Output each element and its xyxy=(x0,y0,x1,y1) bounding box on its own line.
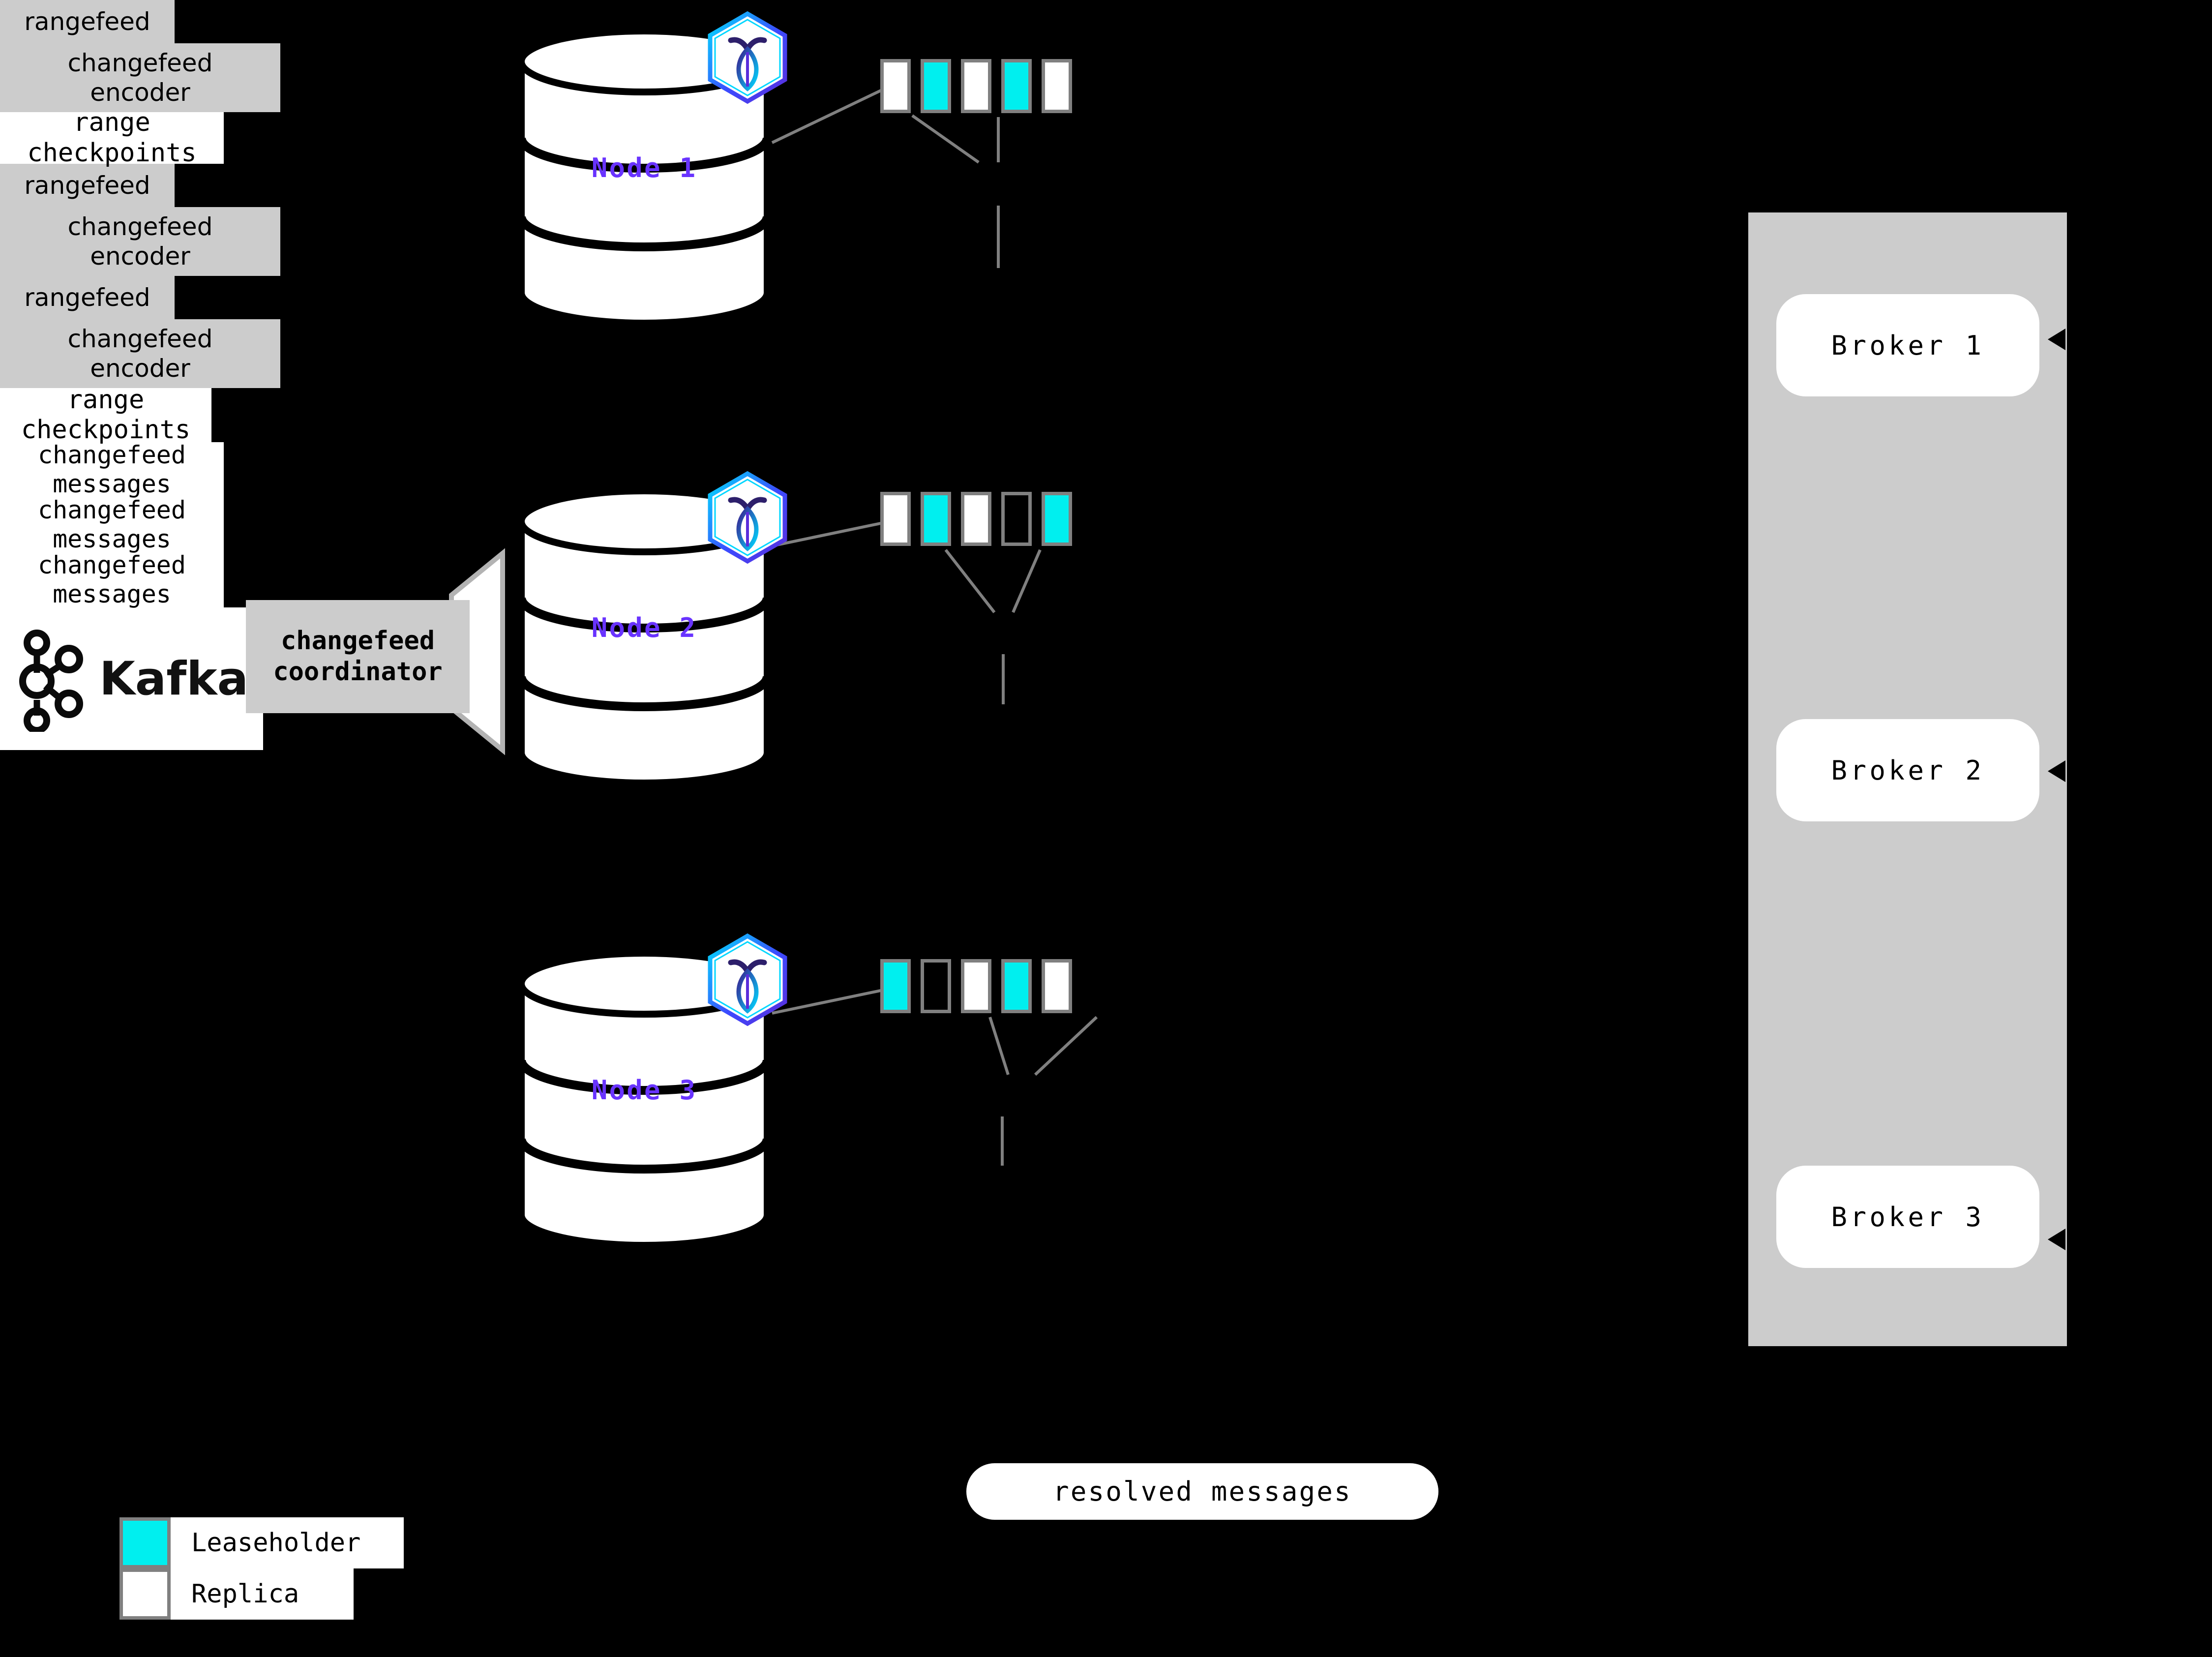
range-box-replica[interactable] xyxy=(880,59,911,113)
range-checkpoints-line1: range xyxy=(67,385,145,415)
legend-row-replica: Replica xyxy=(120,1568,404,1620)
broker-label: Broker 1 xyxy=(1831,330,1985,361)
encoder-label-line1: changefeed xyxy=(67,49,213,77)
broker-label: Broker 2 xyxy=(1831,754,1985,786)
rangefeed-label: rangefeed xyxy=(24,7,150,36)
cockroachdb-logo xyxy=(708,11,787,104)
node-1-rangefeed-box[interactable]: rangefeed xyxy=(0,0,175,43)
broker-label: Broker 3 xyxy=(1831,1201,1985,1233)
changefeed-arrowhead-3 xyxy=(2048,1229,2065,1250)
coordinator-line2: coordinator xyxy=(273,657,443,687)
changefeed-arrowhead-1 xyxy=(2048,329,2065,350)
cockroachdb-logo xyxy=(708,933,787,1026)
changefeed-messages-line1: changefeed xyxy=(37,496,186,524)
range-checkpoints-line2: checkpoints xyxy=(27,138,197,168)
encoder-label-line2: encoder xyxy=(90,354,190,383)
legend: Leaseholder Replica xyxy=(120,1517,404,1620)
node-1-database-cylinder: Node 1 xyxy=(511,27,777,327)
range-box-leaseholder[interactable] xyxy=(880,959,911,1013)
range-box-leaseholder[interactable] xyxy=(921,492,951,546)
range-box-replica[interactable] xyxy=(961,959,991,1013)
range-box-leaseholder[interactable] xyxy=(1001,59,1032,113)
legend-row-leaseholder: Leaseholder xyxy=(120,1517,404,1568)
range-box-leaseholder[interactable] xyxy=(921,59,951,113)
node-3-label: Node 3 xyxy=(591,1075,697,1106)
encoder-label-line1: changefeed xyxy=(67,325,213,353)
database-cylinder-icon xyxy=(517,487,772,786)
legend-label-replica: Replica xyxy=(171,1568,354,1620)
node-3-range-row xyxy=(880,959,1072,1013)
node-2-range-row xyxy=(880,492,1072,546)
node-3-cockroachdb-badge xyxy=(703,932,792,1032)
range-box-replica[interactable] xyxy=(1042,59,1072,113)
range-checkpoints-label-bottom: range checkpoints xyxy=(0,385,211,445)
node-2-label: Node 2 xyxy=(591,612,697,643)
legend-label-leaseholder: Leaseholder xyxy=(171,1517,404,1568)
legend-swatch-replica xyxy=(120,1568,171,1620)
node-2-rangefeed-box[interactable]: rangefeed xyxy=(0,164,175,207)
node-1-range-row xyxy=(880,59,1072,113)
node-3-rangefeed-box[interactable]: rangefeed xyxy=(0,276,175,319)
resolved-messages-pill[interactable]: resolved messages xyxy=(966,1463,1438,1520)
resolved-messages-label: resolved messages xyxy=(1053,1476,1352,1507)
rangefeed-label: rangefeed xyxy=(24,171,150,200)
changefeed-messages-line2: messages xyxy=(53,470,171,498)
encoder-label-line1: changefeed xyxy=(67,212,213,241)
kafka-logo xyxy=(19,629,83,732)
node-2-database-cylinder: Node 2 xyxy=(511,487,777,787)
range-box-leaseholder[interactable] xyxy=(1001,959,1032,1013)
coordinator-face: changefeed coordinator xyxy=(246,600,470,713)
changefeed-messages-label-2: changefeed messages xyxy=(0,496,224,553)
node-2-changefeed-encoder-box[interactable]: changefeed encoder xyxy=(0,207,280,276)
encoder-label-line2: encoder xyxy=(90,242,190,271)
node-1-changefeed-encoder-box[interactable]: changefeed encoder xyxy=(0,43,280,112)
coordinator-line1: changefeed xyxy=(280,626,435,656)
changefeed-messages-line2: messages xyxy=(53,580,171,608)
cockroachdb-logo xyxy=(708,471,787,564)
database-cylinder-icon xyxy=(517,28,772,327)
node-1-label: Node 1 xyxy=(591,152,697,183)
range-checkpoints-line2: checkpoints xyxy=(21,415,191,445)
range-box-empty[interactable] xyxy=(1001,492,1032,546)
changefeed-arrowhead-2 xyxy=(2048,760,2065,782)
legend-swatch-leaseholder xyxy=(120,1517,171,1568)
kafka-wordmark: Kafka xyxy=(99,652,249,706)
range-box-replica[interactable] xyxy=(1042,959,1072,1013)
changefeed-messages-line1: changefeed xyxy=(37,551,186,579)
encoder-label-line2: encoder xyxy=(90,78,190,107)
kafka-broker-1[interactable]: Broker 1 xyxy=(1776,294,2039,396)
range-box-replica[interactable] xyxy=(961,59,991,113)
changefeed-messages-line1: changefeed xyxy=(37,441,186,469)
range-box-replica[interactable] xyxy=(880,492,911,546)
range-checkpoints-label-top: range checkpoints xyxy=(0,108,224,168)
changefeed-messages-line2: messages xyxy=(53,525,171,553)
range-box-leaseholder[interactable] xyxy=(1042,492,1072,546)
kafka-broker-2[interactable]: Broker 2 xyxy=(1776,719,2039,821)
node-3-changefeed-encoder-box[interactable]: changefeed encoder xyxy=(0,319,280,388)
rangefeed-label: rangefeed xyxy=(24,283,150,312)
node-3-database-cylinder: Node 3 xyxy=(511,949,777,1249)
kafka-broker-3[interactable]: Broker 3 xyxy=(1776,1166,2039,1268)
changefeed-messages-label-3: changefeed messages xyxy=(0,551,224,608)
range-box-replica[interactable] xyxy=(961,492,991,546)
range-checkpoints-line1: range xyxy=(73,108,150,138)
node-2-cockroachdb-badge xyxy=(703,470,792,570)
changefeed-messages-label-1: changefeed messages xyxy=(0,441,224,498)
range-box-empty[interactable] xyxy=(921,959,951,1013)
changefeed-coordinator[interactable]: changefeed coordinator xyxy=(246,548,521,755)
node-1-cockroachdb-badge xyxy=(703,10,792,110)
kafka-logo-panel: Kafka xyxy=(0,607,263,750)
